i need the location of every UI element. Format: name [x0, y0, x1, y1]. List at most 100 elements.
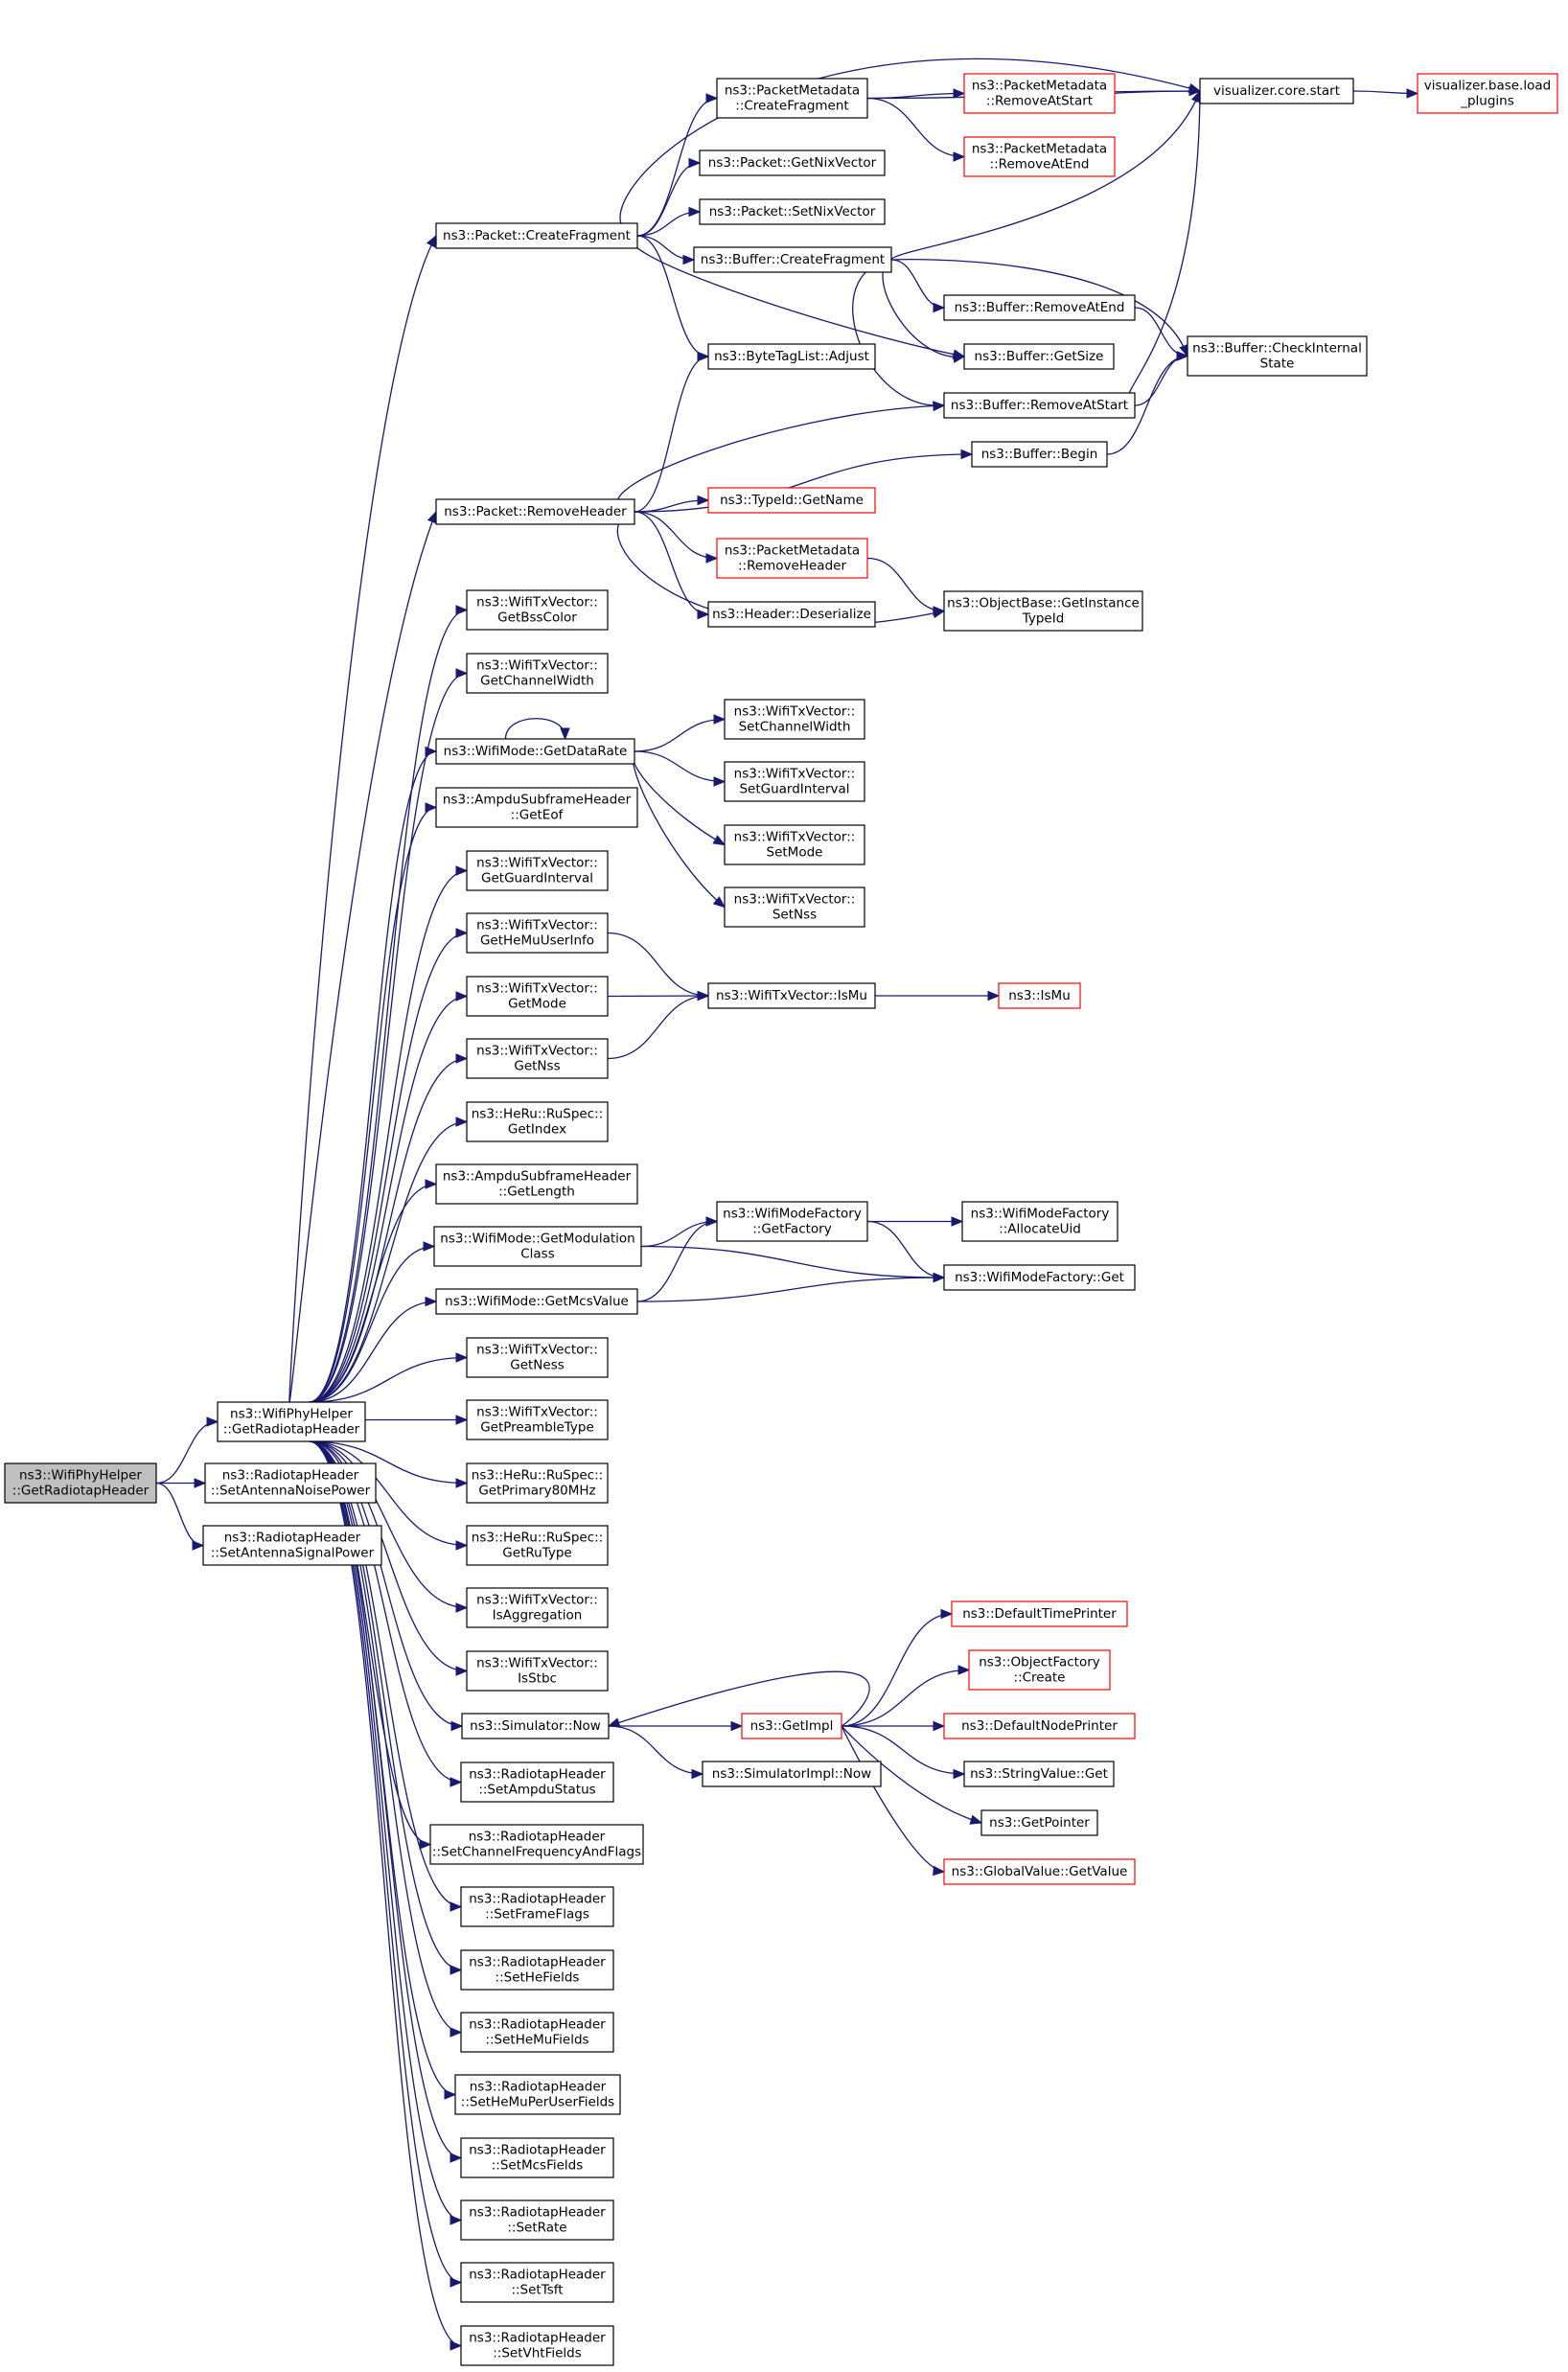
node-label-line: ::SetHeMuPerUserFields [461, 2095, 614, 2110]
node-btl_adj[interactable]: ns3::ByteTagList::Adjust [707, 343, 876, 370]
node-tx_smode[interactable]: ns3::WifiTxVector::SetMode [724, 824, 865, 865]
node-tx_mode[interactable]: ns3::WifiTxVector::GetMode [466, 976, 609, 1017]
node-rh_tsft[interactable]: ns3::RadiotapHeader::SetTsft [460, 2262, 614, 2303]
node-pm_cf[interactable]: ns3::PacketMetadata::CreateFragment [716, 78, 868, 119]
node-viz_load[interactable]: visualizer.base.load_plugins [1417, 73, 1558, 114]
node-label-line: ns3::RadiotapHeader [469, 1892, 606, 1907]
node-label-line: ns3::DefaultTimePrinter [962, 1606, 1117, 1622]
node-tx_snss[interactable]: ns3::WifiTxVector::SetNss [724, 887, 865, 928]
node-box [466, 850, 609, 891]
node-rh_vht[interactable]: ns3::RadiotapHeader::SetVhtFields [460, 2325, 614, 2366]
node-tx_nss[interactable]: ns3::WifiTxVector::GetNss [466, 1038, 609, 1079]
node-ns3_ismu[interactable]: ns3::IsMu [998, 982, 1081, 1009]
node-hdr_des[interactable]: ns3::Header::Deserialize [707, 601, 876, 628]
node-pm_rh[interactable]: ns3::PacketMetadata::RemoveHeader [716, 538, 868, 579]
node-rh_sasp[interactable]: ns3::RadiotapHeader::SetAntennaSignalPow… [202, 1525, 382, 1566]
node-sim_now[interactable]: ns3::Simulator::Now [461, 1713, 610, 1739]
node-viz_start[interactable]: visualizer.core.start [1199, 78, 1354, 104]
node-of_create[interactable]: ns3::ObjectFactory::Create [968, 1649, 1111, 1691]
node-label-line: GetNess [510, 1358, 565, 1373]
edge-pm_cf-to-pm_ras [866, 88, 966, 100]
node-buf_ras[interactable]: ns3::Buffer::RemoveAtStart [943, 392, 1136, 419]
node-tx_stbc[interactable]: ns3::WifiTxVector::IsStbc [466, 1650, 609, 1692]
node-ash_len[interactable]: ns3::AmpduSubframeHeader::GetLength [435, 1163, 638, 1205]
node-box [466, 653, 609, 694]
node-box [716, 78, 868, 119]
node-sim_gi[interactable]: ns3::GetImpl [741, 1713, 842, 1739]
node-tid_gn[interactable]: ns3::TypeId::GetName [707, 487, 876, 514]
node-rh_mcs[interactable]: ns3::RadiotapHeader::SetMcsFields [460, 2137, 614, 2178]
edge-root-to-rh_sasp [155, 1482, 205, 1551]
node-whgrh[interactable]: ns3::WifiPhyHelper::GetRadiotapHeader [217, 1401, 366, 1442]
node-rh_hemu[interactable]: ns3::RadiotapHeader::SetHeMuFields [460, 2012, 614, 2053]
edge-pkt_cf-to-pkt_gnv [636, 157, 702, 237]
node-ru_type[interactable]: ns3::HeRu::RuSpec::GetRuType [466, 1525, 609, 1566]
node-ru_p80[interactable]: ns3::HeRu::RuSpec::GetPrimary80MHz [466, 1462, 609, 1504]
node-wmf_au[interactable]: ns3::WifiModeFactory::AllocateUid [961, 1201, 1118, 1242]
node-label-line: ::SetAmpduStatus [478, 1783, 595, 1798]
edge-arrowhead [697, 495, 710, 506]
node-tx_scw[interactable]: ns3::WifiTxVector::SetChannelWidth [724, 699, 865, 740]
edge-line [640, 1245, 945, 1278]
node-tx_ismu[interactable]: ns3::WifiTxVector::IsMu [707, 982, 876, 1009]
node-ru_idx[interactable]: ns3::HeRu::RuSpec::GetIndex [466, 1101, 609, 1142]
node-label-line: ns3::PacketMetadata [725, 83, 860, 99]
node-pkt_gnv[interactable]: ns3::Packet::GetNixVector [699, 150, 886, 176]
node-tx_bss[interactable]: ns3::WifiTxVector::GetBssColor [466, 589, 609, 631]
node-sv_get[interactable]: ns3::StringValue::Get [963, 1761, 1115, 1787]
node-dnp[interactable]: ns3::DefaultNodePrinter [943, 1713, 1136, 1739]
node-rh_ff[interactable]: ns3::RadiotapHeader::SetFrameFlags [460, 1886, 614, 1927]
node-rh_sanp[interactable]: ns3::RadiotapHeader::SetAntennaNoisePowe… [204, 1462, 377, 1504]
node-ash_eof[interactable]: ns3::AmpduSubframeHeader::GetEof [435, 787, 638, 828]
node-tx_ness[interactable]: ns3::WifiTxVector::GetNess [466, 1337, 609, 1378]
node-box [202, 1525, 382, 1566]
node-box [466, 589, 609, 631]
node-label-line: ns3::ObjectFactory [979, 1655, 1100, 1670]
node-simi_now[interactable]: ns3::SimulatorImpl::Now [702, 1761, 882, 1787]
node-label-line: ns3::Header::Deserialize [712, 607, 871, 622]
node-tx_pt[interactable]: ns3::WifiTxVector::GetPreambleType [466, 1399, 609, 1440]
node-gv_gv[interactable]: ns3::GlobalValue::GetValue [943, 1858, 1136, 1885]
node-label-line: ns3::RadiotapHeader [469, 2017, 606, 2033]
node-tx_cw[interactable]: ns3::WifiTxVector::GetChannelWidth [466, 653, 609, 694]
node-dtp[interactable]: ns3::DefaultTimePrinter [951, 1601, 1128, 1627]
node-root[interactable]: ns3::WifiPhyHelper::GetRadiotapHeader [4, 1462, 157, 1504]
node-buf_cf[interactable]: ns3::Buffer::CreateFragment [693, 246, 892, 273]
node-label-line: ns3::WifiTxVector:: [476, 918, 598, 933]
node-pm_rae[interactable]: ns3::PacketMetadata::RemoveAtEnd [963, 136, 1116, 177]
node-wm_dr[interactable]: ns3::WifiMode::GetDataRate [435, 738, 635, 765]
edge-line [309, 932, 468, 1403]
node-rh_hemupu[interactable]: ns3::RadiotapHeader::SetHeMuPerUserField… [454, 2074, 621, 2115]
node-pkt_rh[interactable]: ns3::Packet::RemoveHeader [435, 498, 635, 525]
edge-line [636, 162, 701, 237]
node-wmf_gf[interactable]: ns3::WifiModeFactory::GetFactory [716, 1201, 868, 1242]
node-rh_he[interactable]: ns3::RadiotapHeader::SetHeFields [460, 1949, 614, 1991]
node-getptr[interactable]: ns3::GetPointer [980, 1809, 1098, 1836]
node-pm_ras[interactable]: ns3::PacketMetadata::RemoveAtStart [963, 73, 1116, 114]
node-box [980, 1809, 1098, 1836]
node-box [466, 1337, 609, 1378]
node-pkt_cf[interactable]: ns3::Packet::CreateFragment [435, 222, 638, 249]
node-tx_sgi[interactable]: ns3::WifiTxVector::SetGuardInterval [724, 761, 865, 802]
node-wm_mcs[interactable]: ns3::WifiMode::GetMcsValue [435, 1288, 638, 1315]
node-tx_gi[interactable]: ns3::WifiTxVector::GetGuardInterval [466, 850, 609, 891]
node-rh_rate[interactable]: ns3::RadiotapHeader::SetRate [460, 2199, 614, 2241]
node-buf_rae[interactable]: ns3::Buffer::RemoveAtEnd [943, 294, 1136, 321]
node-pkt_snv[interactable]: ns3::Packet::SetNixVector [699, 198, 886, 225]
node-label-line: GetGuardInterval [481, 871, 593, 887]
node-tx_hemu[interactable]: ns3::WifiTxVector::GetHeMuUserInfo [466, 912, 609, 954]
node-box [435, 222, 638, 249]
node-tx_agg[interactable]: ns3::WifiTxVector::IsAggregation [466, 1587, 609, 1628]
node-wmf_get[interactable]: ns3::WifiModeFactory::Get [943, 1264, 1136, 1291]
edge-arrowhead [455, 1415, 469, 1425]
node-box [724, 699, 865, 740]
node-label-line: ::RemoveAtStart [986, 94, 1093, 109]
node-buf_gs[interactable]: ns3::Buffer::GetSize [963, 343, 1115, 370]
node-box [217, 1401, 366, 1442]
node-buf_beg[interactable]: ns3::Buffer::Begin [971, 441, 1108, 468]
node-rh_chf[interactable]: ns3::RadiotapHeader::SetChannelFrequency… [429, 1824, 644, 1865]
node-rh_amp[interactable]: ns3::RadiotapHeader::SetAmpduStatus [460, 1762, 614, 1803]
